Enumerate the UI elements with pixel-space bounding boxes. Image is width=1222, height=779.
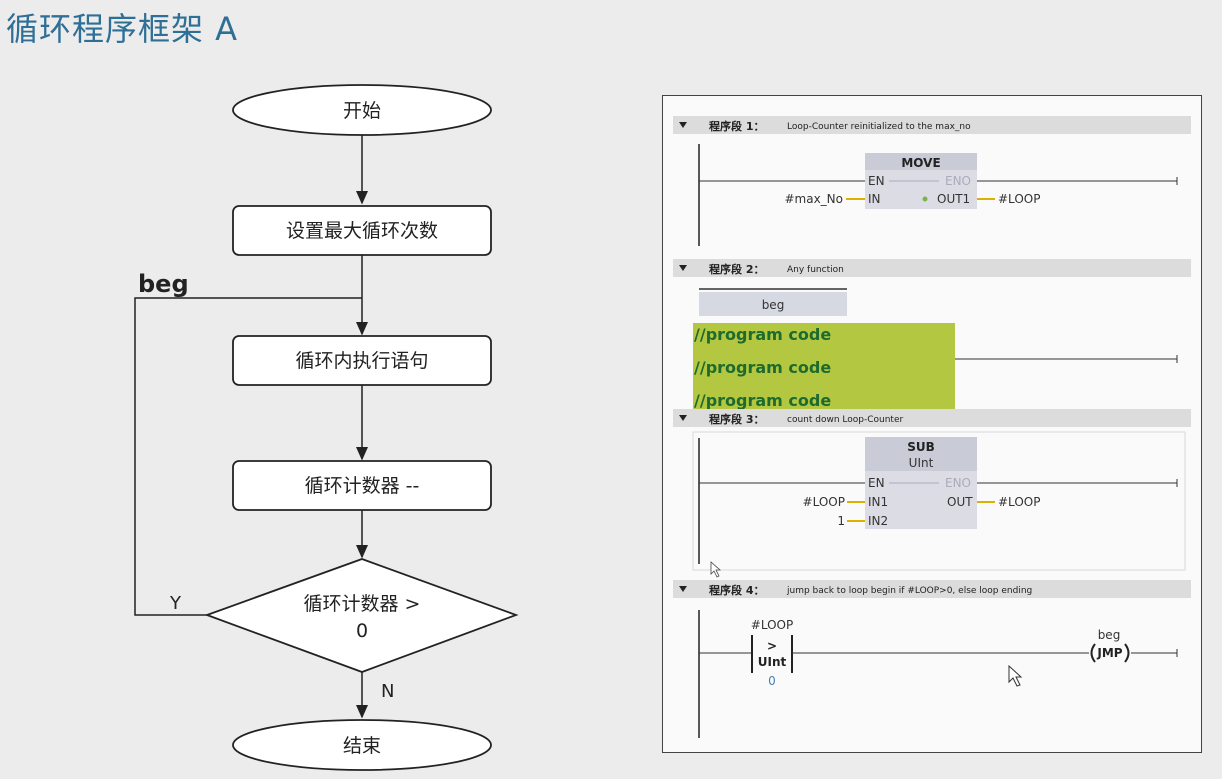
- move-in-pin: IN: [868, 192, 881, 206]
- seg1-collapse-icon[interactable]: [679, 122, 687, 128]
- seg2-header[interactable]: [673, 259, 1191, 277]
- mouse-pointer-icon: [1008, 664, 1023, 687]
- decision-text-2: 0: [356, 620, 368, 642]
- decision-text-1: 循环计数器 >: [304, 593, 421, 615]
- seg3-comment: count down Loop-Counter: [787, 415, 903, 425]
- seg1-header[interactable]: [673, 116, 1191, 134]
- flowchart: 开始 设置最大循环次数 beg 循环内执行语句 循环计数器 -- 循环计数器 >…: [134, 84, 519, 771]
- beg-label: beg: [138, 270, 189, 298]
- ladder-panel: 程序段 1： Loop-Counter reinitialized to the…: [662, 95, 1202, 753]
- seg2-comment: Any function: [787, 265, 844, 275]
- exec-text: 循环内执行语句: [295, 350, 428, 372]
- start-terminal: [232, 84, 492, 136]
- seg2-label-box[interactable]: [699, 292, 847, 316]
- set-max-box: [232, 205, 492, 256]
- start-text: 开始: [343, 100, 381, 122]
- sub-out-var[interactable]: #LOOP: [998, 495, 1040, 509]
- seg3-collapse-icon[interactable]: [679, 415, 687, 421]
- seg3-frame: [692, 431, 1186, 571]
- yes-label: Y: [169, 593, 182, 614]
- move-out-var[interactable]: #LOOP: [998, 192, 1040, 206]
- jmp-op[interactable]: JMP: [1096, 646, 1122, 660]
- sub-in2-pin: IN2: [868, 514, 888, 528]
- compare-op: >: [767, 639, 777, 653]
- seg3-header[interactable]: [673, 409, 1191, 427]
- program-code-area: [693, 323, 955, 411]
- page-title: 循环程序框架 A: [6, 10, 239, 48]
- end-text: 结束: [343, 735, 381, 757]
- seg2-collapse-icon[interactable]: [679, 265, 687, 271]
- compare-value[interactable]: 0: [768, 674, 776, 688]
- exec-box: [232, 335, 492, 386]
- seg4-title: 程序段 4：: [709, 583, 764, 597]
- compare-var[interactable]: #LOOP: [751, 618, 793, 632]
- compare-type: UInt: [758, 655, 787, 669]
- seg4-header[interactable]: [673, 580, 1191, 598]
- seg3-title: 程序段 3：: [709, 412, 764, 426]
- jmp-coil-right: [1124, 643, 1130, 663]
- move-out-pin: OUT1: [937, 192, 970, 206]
- seg1-comment: Loop-Counter reinitialized to the max_no: [787, 122, 971, 132]
- sub-in1-var[interactable]: #LOOP: [803, 495, 845, 509]
- end-terminal: [232, 719, 492, 771]
- seg2-title: 程序段 2：: [709, 262, 764, 276]
- sub-in1-pin: IN1: [868, 495, 888, 509]
- move-in-var[interactable]: #max_No: [784, 192, 843, 206]
- counter-dec-box: [232, 460, 492, 511]
- move-eno-pin: ENO: [945, 174, 971, 188]
- seg2-label-text: beg: [762, 298, 785, 312]
- sub-out-pin: OUT: [947, 495, 973, 509]
- decision-diamond: [204, 558, 519, 673]
- sub-en-pin: EN: [868, 476, 885, 490]
- sub-block-name: SUB: [907, 440, 935, 454]
- program-code-line-3: //program code: [694, 391, 831, 410]
- loop-back-line: [134, 297, 362, 616]
- jmp-label[interactable]: beg: [1098, 628, 1121, 642]
- sub-block-type: UInt: [909, 456, 934, 470]
- set-max-text: 设置最大循环次数: [286, 220, 438, 242]
- seg4-comment: jump back to loop begin if #LOOP>0, else…: [786, 586, 1032, 596]
- move-block-name: MOVE: [901, 156, 940, 170]
- counter-dec-text: 循环计数器 --: [305, 475, 420, 497]
- no-label: N: [381, 681, 394, 702]
- sub-in2-var[interactable]: 1: [837, 514, 845, 528]
- seg4-collapse-icon[interactable]: [679, 586, 687, 592]
- ladder-diagram: 程序段 1： Loop-Counter reinitialized to the…: [673, 116, 1191, 738]
- move-block-header: [865, 153, 977, 170]
- move-status-dot: [922, 196, 928, 202]
- sub-block-header: [865, 437, 977, 471]
- cursor-icon: [710, 561, 722, 578]
- program-code-line-2: //program code: [694, 358, 831, 377]
- seg1-title: 程序段 1：: [709, 119, 764, 133]
- program-code-line-1: //program code: [694, 325, 831, 344]
- jmp-coil-left: [1090, 643, 1096, 663]
- sub-eno-pin: ENO: [945, 476, 971, 490]
- move-en-pin: EN: [868, 174, 885, 188]
